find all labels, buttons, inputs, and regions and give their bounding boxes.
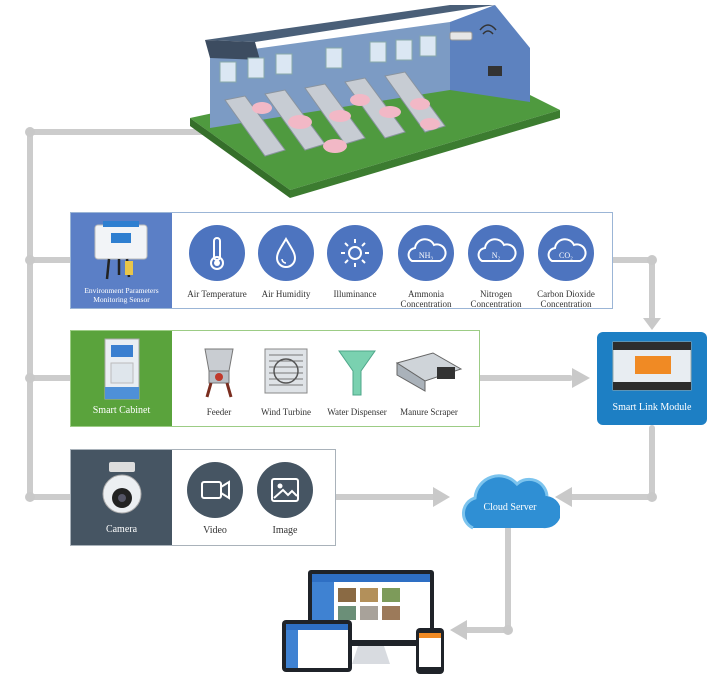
environment-panel: Environment Parameters Monitoring Sensor… bbox=[70, 212, 613, 309]
camera-panel: Camera Video Image bbox=[70, 449, 336, 546]
thermometer-icon bbox=[210, 237, 224, 270]
video-icon bbox=[201, 480, 230, 500]
nitrogen-icon-circle: N₂ bbox=[468, 225, 524, 281]
environment-sensor-tile: Environment Parameters Monitoring Sensor bbox=[71, 213, 172, 308]
nitrogen-label: Nitrogen Concentration bbox=[470, 289, 522, 309]
camera-label: Camera bbox=[105, 524, 138, 535]
image-icon bbox=[271, 478, 299, 502]
manure-scraper-label: Manure Scraper bbox=[400, 407, 458, 417]
smart-cabinet-panel: Smart Cabinet Feeder Wind Turbine Water … bbox=[70, 330, 480, 427]
cloud-server-icon bbox=[462, 474, 560, 530]
n2-cloud-icon: N₂ bbox=[477, 238, 517, 262]
wind-turbine-icon bbox=[264, 348, 308, 394]
illuminance-label: Illuminance bbox=[333, 289, 377, 299]
nh3-cloud-icon: NH₃ bbox=[407, 238, 447, 262]
image-label: Image bbox=[272, 525, 298, 536]
feeder-icon bbox=[204, 348, 234, 398]
water-drop-icon bbox=[275, 237, 297, 268]
carbon-dioxide-icon-circle: CO₂ bbox=[538, 225, 594, 281]
camera-tile: Camera bbox=[71, 450, 172, 545]
manure-scraper-icon bbox=[395, 352, 463, 392]
nh3-text: NH₃ bbox=[419, 251, 434, 260]
smart-link-module: Smart Link Module bbox=[597, 332, 707, 425]
client-devices-illustration bbox=[282, 570, 444, 674]
smart-cabinet-label: Smart Cabinet bbox=[92, 405, 151, 416]
video-icon-circle bbox=[187, 462, 243, 518]
cloud-server-label: Cloud Server bbox=[483, 502, 537, 513]
dome-camera-icon bbox=[102, 462, 142, 514]
carbon-dioxide-label: Carbon Dioxide Concentration bbox=[537, 289, 595, 309]
water-dispenser-label: Water Dispenser bbox=[327, 407, 387, 417]
wind-turbine-label: Wind Turbine bbox=[261, 407, 311, 417]
feeder-label: Feeder bbox=[206, 407, 232, 417]
smart-link-device-icon bbox=[612, 341, 692, 391]
ammonia-label: Ammonia Concentration bbox=[400, 289, 452, 309]
smart-link-label: Smart Link Module bbox=[612, 402, 692, 413]
smart-cabinet-device-icon bbox=[104, 338, 140, 400]
smart-cabinet-tile: Smart Cabinet bbox=[71, 331, 172, 426]
air-temperature-label: Air Temperature bbox=[187, 289, 247, 299]
air-humidity-label: Air Humidity bbox=[261, 289, 311, 299]
air-humidity-icon-circle bbox=[258, 225, 314, 281]
illuminance-icon-circle bbox=[327, 225, 383, 281]
pig-barn-illustration bbox=[190, 5, 560, 198]
environment-sensor-label: Environment Parameters Monitoring Sensor bbox=[84, 286, 159, 304]
ammonia-icon-circle: NH₃ bbox=[398, 225, 454, 281]
co2-cloud-icon: CO₂ bbox=[547, 238, 587, 262]
water-dispenser-icon bbox=[338, 350, 376, 396]
n2-text: N₂ bbox=[492, 251, 501, 260]
co2-text: CO₂ bbox=[559, 251, 573, 260]
sun-icon bbox=[341, 239, 369, 267]
environment-sensor-device-icon bbox=[94, 221, 148, 280]
air-temperature-icon-circle bbox=[189, 225, 245, 281]
image-icon-circle bbox=[257, 462, 313, 518]
video-label: Video bbox=[203, 525, 227, 536]
